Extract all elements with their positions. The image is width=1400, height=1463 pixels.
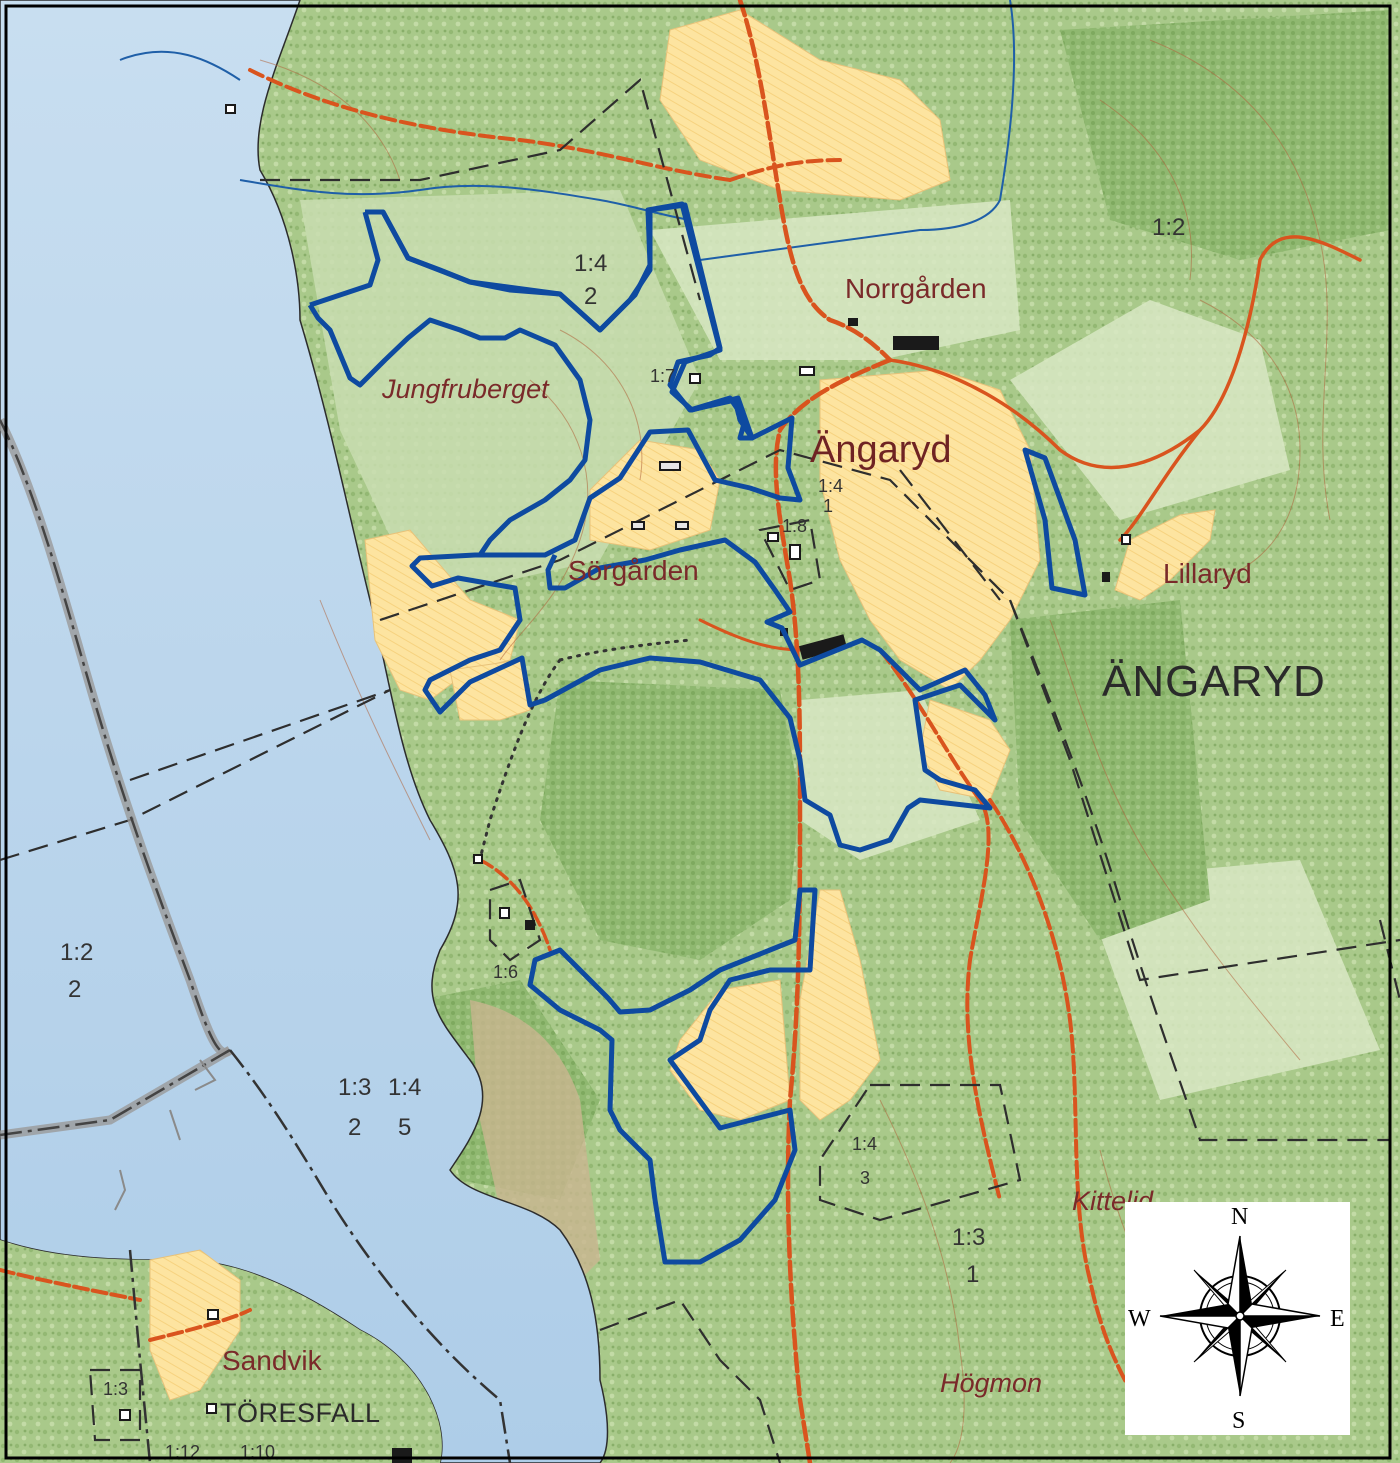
parcel-1-4-5-bottom: 5 xyxy=(398,1114,411,1141)
parcel-1-3-1-bottom: 1 xyxy=(966,1261,979,1288)
small-houses xyxy=(119,104,1131,1421)
parcel-1-2-2-top: 1:2 xyxy=(60,939,93,966)
parcel-labels: 1:2 1:4 2 1:7 1:4 1 1:8 1:2 2 1:6 1:3 2 … xyxy=(60,214,1185,1462)
label-norrgarden: Norrgården xyxy=(845,273,987,304)
streams xyxy=(119,0,1016,261)
parcel-1-4-5-top: 1:4 xyxy=(388,1074,421,1101)
label-hogmon: Högmon xyxy=(940,1368,1042,1398)
compass-north: N xyxy=(1231,1204,1248,1230)
label-sandvik: Sandvik xyxy=(222,1345,323,1376)
parcel-1-7: 1:7 xyxy=(650,366,675,386)
place-labels: Norrgården Ängaryd Jungfruberget Sörgård… xyxy=(220,273,1326,1428)
parcel-1-4-3-bottom: 3 xyxy=(860,1168,870,1188)
compass-west: W xyxy=(1128,1306,1151,1332)
compass-south: S xyxy=(1232,1408,1245,1434)
parcel-1-6: 1:6 xyxy=(493,962,518,982)
study-area-south xyxy=(527,887,818,1265)
label-angaryd-region: ÄNGARYD xyxy=(1102,657,1326,706)
parcel-1-8: 1:8 xyxy=(782,516,807,536)
study-area-outlines xyxy=(307,201,1088,1265)
parcel-1-3-2-bottom: 2 xyxy=(348,1114,361,1141)
compass-rose: N S E W xyxy=(1125,1202,1350,1435)
admin-borders xyxy=(0,417,512,1463)
parcel-1-4-1-bottom: 1 xyxy=(823,496,833,516)
parcel-1-2-2-bottom: 2 xyxy=(68,976,81,1003)
label-toresfall: TÖRESFALL xyxy=(220,1398,381,1428)
parcel-1-2-ne: 1:2 xyxy=(1152,214,1185,241)
label-sorgarden: Sörgården xyxy=(568,555,699,586)
parcel-1-3-sw: 1:3 xyxy=(103,1379,128,1399)
parcel-1-4-2-top: 1:4 xyxy=(574,250,607,277)
parcel-1-3-2-top: 1:3 xyxy=(338,1074,371,1101)
parcel-1-4-3-top: 1:4 xyxy=(852,1134,877,1154)
parcel-1-4-1-top: 1:4 xyxy=(818,476,843,496)
label-angaryd: Ängaryd xyxy=(810,429,952,471)
label-jungfruberget: Jungfruberget xyxy=(381,374,550,404)
footpath xyxy=(478,638,692,862)
label-lillaryd: Lillaryd xyxy=(1163,558,1252,589)
clearing-area xyxy=(470,1000,600,1300)
farm-fields xyxy=(149,9,1216,1401)
map-frame xyxy=(4,4,1392,1460)
roads xyxy=(0,0,1362,1463)
parcel-1-3-1-top: 1:3 xyxy=(952,1224,985,1251)
parcel-1-4-2-bottom: 2 xyxy=(584,283,597,310)
compass-east: E xyxy=(1330,1306,1345,1332)
study-area-lillaryd-strip xyxy=(1022,447,1088,598)
